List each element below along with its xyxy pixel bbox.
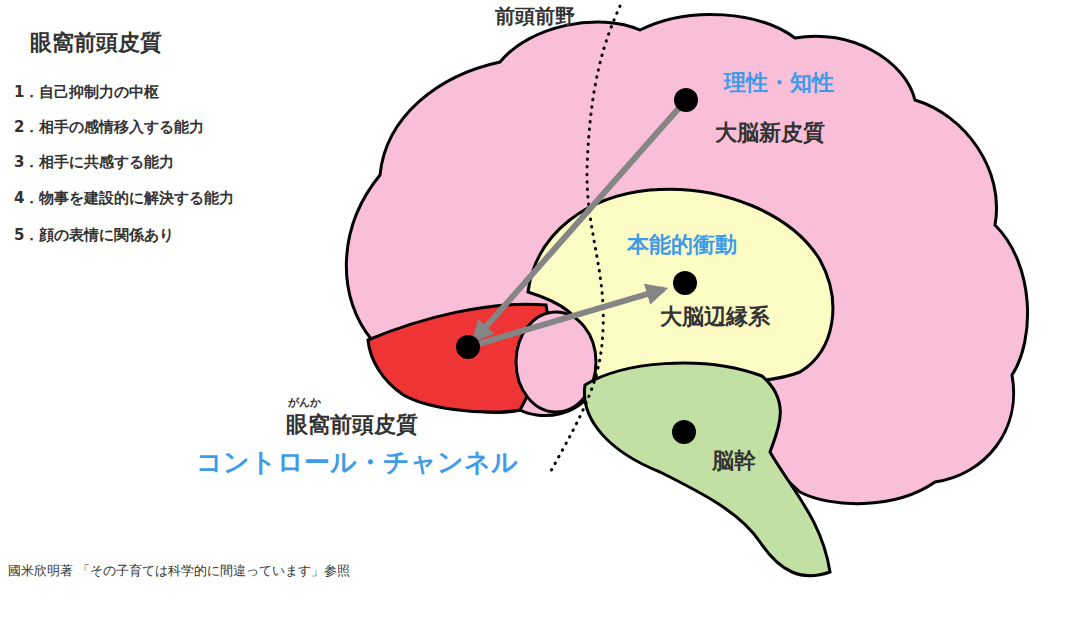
brain-region: がんか眼窩前頭皮質コントロール・チャンネル	[368, 300, 548, 415]
brainstem	[584, 363, 830, 576]
arrow-connector	[468, 289, 664, 347]
list-item: 3．相手に共感する能力	[14, 154, 174, 171]
region-name: 大脳新皮質	[715, 120, 825, 145]
title: 眼窩前頭皮質	[30, 30, 162, 55]
area-label: 前頭前野	[495, 5, 575, 28]
region-caption: 本能的衝動	[627, 232, 737, 257]
brain-region: 脳幹	[670, 418, 760, 478]
region-caption: コントロール・チャンネル	[196, 448, 518, 478]
cerebrum	[346, 14, 1027, 503]
region-dot	[672, 420, 696, 444]
list-item: 5．顔の表情に関係あり	[14, 227, 174, 244]
ruby-reading: がんか	[288, 397, 321, 410]
arrow-connector	[475, 100, 686, 340]
region-dot	[674, 88, 698, 112]
list-item: 1．自己抑制力の中枢	[14, 84, 159, 101]
region-name: 脳幹	[712, 448, 756, 473]
region-caption: 理性・知性	[724, 70, 834, 95]
caption: 國米欣明著 「その子育ては科学的に間違っています」参照	[8, 564, 350, 579]
region-name: 大脳辺縁系	[660, 304, 770, 329]
region-dot	[673, 271, 697, 295]
region-name: 眼窩前頭皮質	[286, 412, 418, 437]
brain-region: 理性・知性大脳新皮質	[672, 68, 872, 152]
region-dot	[456, 335, 480, 359]
list-item: 4．物事を建設的に解決する能力	[14, 190, 234, 207]
list-item: 2．相手の感情移入する能力	[14, 119, 204, 136]
brain-region: 本能的衝動大脳辺縁系	[625, 232, 815, 333]
